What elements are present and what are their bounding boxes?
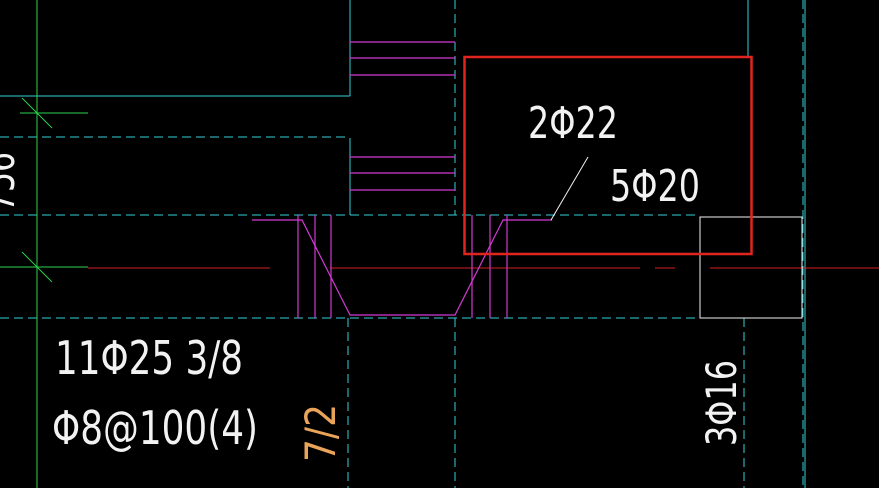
side-dimension-label: 7/2 [296, 404, 345, 462]
beam-rebar-label: 11Φ25 3/8 [55, 331, 243, 385]
column-rebar-label: 3Φ16 [697, 360, 746, 446]
cyan-dashed-layer [0, 0, 804, 488]
selection-highlight-box[interactable] [463, 55, 753, 256]
bar-label-5phi20: 5Φ20 [610, 161, 700, 212]
green-axis-layer [0, 0, 88, 488]
magenta-rebar-layer [252, 41, 552, 318]
cyan-outline-layer [0, 0, 806, 488]
edge-cut-text: 756 [0, 152, 24, 212]
stirrup-label: Φ8@100(4) [52, 401, 258, 455]
bar-label-2phi22: 2Φ22 [528, 98, 618, 149]
